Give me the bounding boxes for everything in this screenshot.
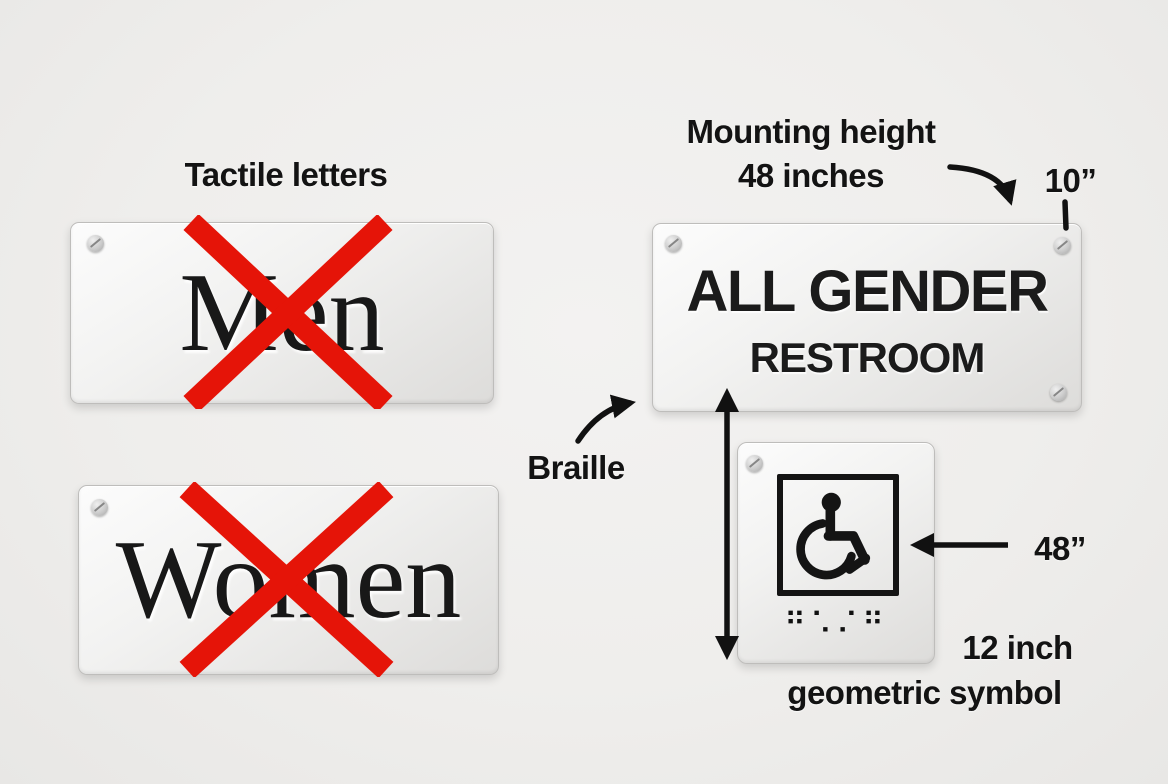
braille-label: Braille bbox=[527, 449, 625, 486]
geometric-symbol-border bbox=[777, 474, 899, 596]
screw-icon bbox=[91, 499, 108, 516]
braille-dots: ⠛⠡⠌⠛ bbox=[784, 607, 888, 642]
screw-icon bbox=[87, 235, 104, 252]
all-gender-sign-title: ALL GENDER bbox=[686, 258, 1049, 324]
mounting-height-label: Mounting height 48 inches bbox=[655, 110, 967, 198]
screw-icon bbox=[665, 235, 682, 252]
prohibition-x-icon bbox=[183, 215, 393, 409]
twelve-inch-label-line1: 12 inch bbox=[962, 629, 1073, 666]
men-sign-plate: Men bbox=[70, 222, 494, 404]
all-gender-sign-plate: ALL GENDER RESTROOM bbox=[652, 223, 1082, 412]
screw-icon bbox=[746, 455, 763, 472]
braille-arrow bbox=[575, 394, 636, 444]
all-gender-sign-subtitle: RESTROOM bbox=[749, 333, 986, 381]
symbol-sign-plate: ⠛⠡⠌⠛ bbox=[737, 442, 935, 664]
tactile-letters-label: Tactile letters bbox=[184, 156, 388, 193]
screw-icon bbox=[1054, 237, 1071, 254]
forty-eight-inch-label: 48” bbox=[1034, 530, 1086, 567]
mounting-height-line2: 48 inches bbox=[738, 157, 884, 195]
prohibition-x-icon bbox=[179, 482, 394, 677]
mounting-height-line1: Mounting height bbox=[686, 113, 936, 150]
screw-icon bbox=[1050, 384, 1067, 401]
wheelchair-icon bbox=[796, 492, 871, 580]
ten-inch-label: 10” bbox=[1044, 162, 1097, 199]
twelve-inch-label-line2: geometric symbol bbox=[787, 674, 1062, 711]
